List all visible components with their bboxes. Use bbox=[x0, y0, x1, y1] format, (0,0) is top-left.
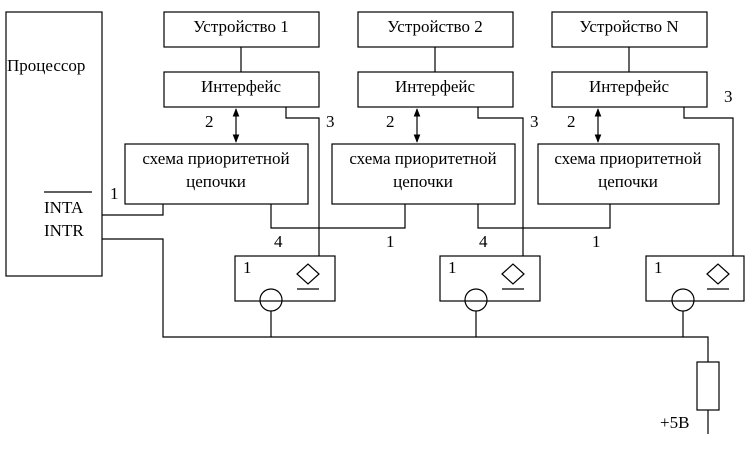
request-line bbox=[285, 107, 320, 256]
pin-label-2: 2 bbox=[205, 112, 214, 131]
processor-box bbox=[5, 11, 103, 277]
interface-label: Интерфейс bbox=[395, 77, 476, 96]
open-collector-icon bbox=[296, 263, 320, 290]
supply-label: +5В bbox=[660, 413, 689, 432]
chain-label-line2: цепочки bbox=[186, 172, 246, 191]
inta-label: INTA bbox=[44, 198, 84, 217]
device-column-2: Устройство 2 Интерфейс 2 3 схема приорит… bbox=[331, 11, 541, 337]
device-label: Устройство 1 bbox=[193, 17, 288, 36]
interface-box bbox=[357, 71, 514, 108]
pin-label-in: 1 bbox=[592, 232, 601, 251]
pin-label-2: 2 bbox=[567, 112, 576, 131]
buffer-box bbox=[234, 255, 336, 302]
buffer-box bbox=[645, 255, 745, 302]
pin-label-3: 3 bbox=[530, 112, 539, 131]
device-box bbox=[357, 11, 514, 48]
chain-label-line2: цепочки bbox=[598, 172, 658, 191]
pin-label-3: 3 bbox=[326, 112, 335, 131]
interface-label: Интерфейс bbox=[201, 77, 282, 96]
buffer-label: 1 bbox=[243, 258, 252, 277]
chain-label-line1: схема приоритетной bbox=[349, 149, 496, 168]
buffer-box bbox=[439, 255, 541, 302]
chain-link-2-n bbox=[477, 204, 611, 229]
priority-chain-box bbox=[331, 143, 516, 205]
processor-block: Процессор INTA INTR bbox=[5, 11, 103, 277]
device-box bbox=[163, 11, 320, 48]
inta-pin-label: 1 bbox=[110, 184, 119, 203]
buffer-label: 1 bbox=[654, 258, 663, 277]
processor-label: Процессор bbox=[7, 56, 85, 75]
device-label: Устройство 2 bbox=[387, 17, 482, 36]
open-collector-icon bbox=[706, 263, 730, 290]
chain-label-line1: схема приоритетной bbox=[554, 149, 701, 168]
chain-label-line1: схема приоритетной bbox=[142, 149, 289, 168]
pin-label-2: 2 bbox=[386, 112, 395, 131]
inta-line bbox=[102, 204, 164, 216]
device-column-n: Устройство N Интерфейс 2 3 схема приорит… bbox=[537, 11, 745, 337]
pullup-resistor bbox=[696, 361, 720, 411]
intr-label: INTR bbox=[44, 221, 84, 240]
device-box bbox=[551, 11, 708, 48]
pin-label-3: 3 bbox=[724, 87, 733, 106]
request-line bbox=[477, 107, 524, 256]
pin-label-in: 1 bbox=[386, 232, 395, 251]
buffer-label: 1 bbox=[448, 258, 457, 277]
pin-label-4: 4 bbox=[479, 232, 488, 251]
interface-box bbox=[163, 71, 320, 108]
priority-chain-box bbox=[124, 143, 309, 205]
chain-label-line2: цепочки bbox=[393, 172, 453, 191]
interface-box bbox=[551, 71, 708, 108]
device-column-1: Устройство 1 Интерфейс 2 3 схема приорит… bbox=[124, 11, 336, 337]
priority-chain-box bbox=[537, 143, 720, 205]
device-label: Устройство N bbox=[579, 17, 678, 36]
chain-link-1-2 bbox=[270, 204, 406, 229]
request-line bbox=[683, 107, 734, 256]
interface-label: Интерфейс bbox=[589, 77, 670, 96]
pin-label-4: 4 bbox=[274, 232, 283, 251]
intr-bus-line bbox=[102, 238, 709, 362]
open-collector-icon bbox=[501, 263, 525, 290]
